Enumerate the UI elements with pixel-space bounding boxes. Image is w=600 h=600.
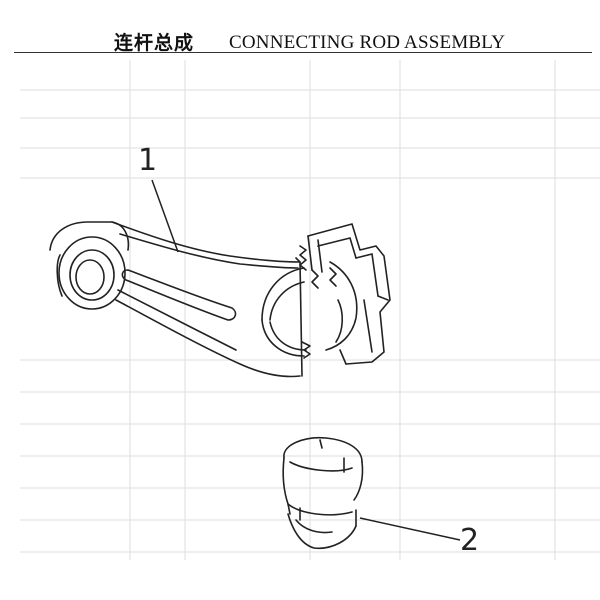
title-chinese: 连杆总成 xyxy=(114,32,195,54)
header-rule xyxy=(14,52,592,53)
callout-label-1: 1 xyxy=(138,143,158,178)
leader-line-1 xyxy=(151,179,179,253)
leader-line-2 xyxy=(359,517,461,541)
page-header: 连杆总成 CONNECTING ROD ASSEMBLY xyxy=(0,24,600,58)
title-english: CONNECTING ROD ASSEMBLY xyxy=(229,32,506,53)
connecting-rod xyxy=(49,221,311,378)
bearing-shell-pair xyxy=(282,436,364,550)
callout-leaders xyxy=(151,179,461,541)
rod-cap xyxy=(307,223,391,365)
callout-label-2: 2 xyxy=(460,523,480,558)
